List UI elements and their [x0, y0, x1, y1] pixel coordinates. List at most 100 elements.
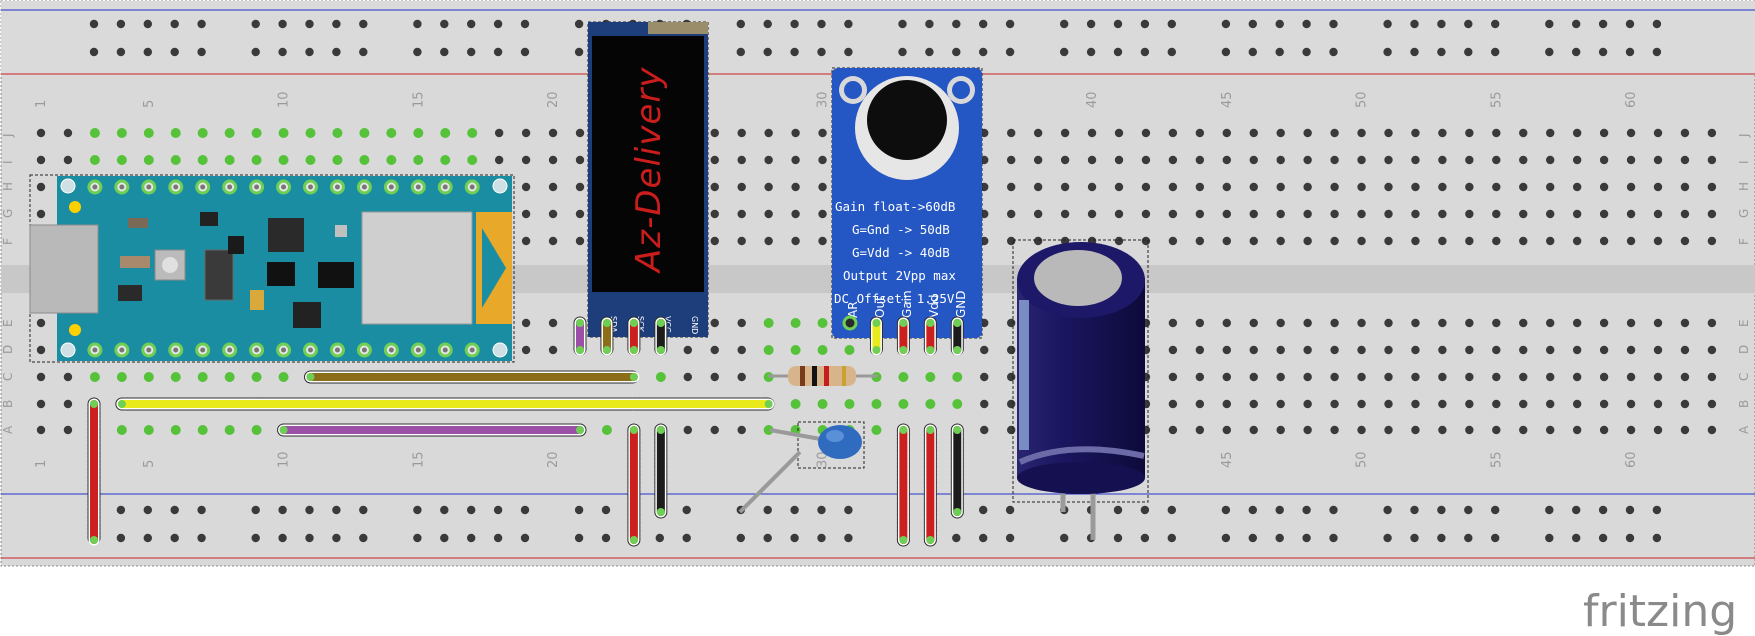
rail-hole — [89, 19, 99, 29]
breadboard-hole — [1007, 372, 1016, 382]
rail-hole — [1140, 505, 1150, 515]
breadboard-hole — [1680, 128, 1690, 138]
breadboard-hole — [1572, 425, 1582, 435]
wire-oled-sck[interactable] — [600, 316, 614, 357]
wire-rail-red-mic-2[interactable] — [923, 423, 937, 547]
resistor[interactable] — [768, 366, 878, 386]
breadboard-hole — [791, 128, 800, 138]
wire-brown[interactable] — [304, 370, 641, 384]
wire-rail-red-left[interactable] — [87, 397, 101, 547]
rail-hole — [1221, 19, 1231, 29]
breadboard-hole — [683, 372, 692, 382]
rail-hole — [197, 47, 206, 57]
wire-oled-vcc[interactable] — [627, 316, 641, 357]
oled-pin-sda: SDA — [609, 316, 618, 333]
rail-hole — [493, 47, 503, 57]
rail-hole — [1060, 533, 1069, 543]
row-label: B — [1737, 400, 1751, 408]
breadboard-hole — [1357, 399, 1366, 409]
breadboard-hole — [1519, 345, 1528, 355]
breadboard-hole — [1438, 318, 1447, 328]
breadboard-hole — [36, 128, 46, 138]
wire-yellow[interactable] — [115, 397, 776, 411]
arduino-nano-board[interactable] — [29, 174, 515, 363]
breadboard-hole — [548, 128, 558, 138]
breadboard-hole — [1438, 372, 1447, 382]
chip — [318, 262, 354, 288]
connected-hole — [601, 425, 612, 435]
wire-mic-vdd[interactable] — [923, 316, 937, 357]
connected-hole — [116, 372, 127, 382]
rail-hole — [467, 505, 476, 515]
connected-hole — [467, 128, 478, 138]
rail-hole — [467, 533, 476, 543]
wire-oled-sda[interactable] — [573, 316, 587, 357]
electrolytic-capacitor[interactable] — [1012, 239, 1149, 540]
breadboard-hole — [737, 345, 746, 355]
breadboard-hole — [1438, 236, 1447, 246]
breadboard-hole — [63, 425, 73, 435]
wire-rail-black-mic[interactable] — [950, 423, 964, 519]
ceramic-capacitor[interactable] — [738, 421, 865, 514]
wire-rail-red[interactable] — [627, 423, 641, 547]
mic-line-4: Output 2Vpp max — [843, 268, 956, 283]
connected-hole — [89, 372, 100, 382]
connected-hole — [197, 155, 208, 165]
rail-hole — [332, 19, 341, 29]
connected-hole — [278, 372, 289, 382]
rail-hole — [170, 505, 179, 515]
connected-hole — [170, 372, 181, 382]
breadboard-hole — [1653, 236, 1663, 246]
breadboard-hole — [1546, 236, 1555, 246]
chip — [268, 218, 304, 252]
column-label: 60 — [1624, 91, 1639, 108]
breadboard-hole — [1357, 318, 1366, 328]
rail-hole — [1383, 505, 1392, 515]
breadboard-hole — [1033, 236, 1043, 246]
connected-hole — [170, 425, 181, 435]
breadboard-hole — [1276, 345, 1285, 355]
breadboard-hole — [1168, 425, 1178, 435]
row-label: J — [1, 133, 15, 138]
breadboard-hole — [1168, 236, 1178, 246]
connected-hole — [251, 372, 262, 382]
rail-hole — [1275, 533, 1284, 543]
breadboard-hole — [1626, 236, 1636, 246]
breadboard-hole — [1465, 399, 1474, 409]
wire-mic-out[interactable] — [869, 316, 883, 357]
breadboard-hole — [710, 128, 719, 138]
breadboard-hole — [1653, 345, 1663, 355]
breadboard-hole — [1303, 399, 1312, 409]
breadboard-hole — [548, 345, 558, 355]
oled-display[interactable]: Az-Delivery SDA SCK VCC GND — [587, 21, 709, 338]
breadboard-hole — [1276, 128, 1285, 138]
wire-rail-red-mic[interactable] — [896, 423, 910, 547]
rail-hole — [574, 19, 584, 29]
breadboard-hole — [1060, 155, 1070, 165]
microphone-module[interactable]: Gain float->60dB G=Gnd -> 50dB G=Vdd -> … — [831, 67, 983, 339]
wire-mic-gnd[interactable] — [950, 316, 964, 357]
chip — [293, 302, 321, 328]
breadboard-hole — [1626, 155, 1636, 165]
connected-hole — [359, 155, 370, 165]
wire-rail-black[interactable] — [654, 423, 668, 519]
connected-hole — [467, 155, 478, 165]
breadboard-hole — [1330, 399, 1339, 409]
row-label: C — [1, 373, 15, 381]
breadboard-hole — [1519, 372, 1528, 382]
rail-hole — [1248, 533, 1258, 543]
rail-hole — [763, 533, 772, 543]
breadboard-hole — [1303, 128, 1312, 138]
row-label: E — [1737, 319, 1751, 327]
wire-oled-gnd[interactable] — [654, 316, 668, 357]
wire-mic-gain[interactable] — [896, 316, 910, 357]
rail-hole — [1545, 533, 1554, 543]
breadboard-hole — [1438, 128, 1447, 138]
breadboard-hole — [1114, 155, 1124, 165]
rail-hole — [1464, 505, 1473, 515]
breadboard-hole — [710, 318, 719, 328]
rail-hole — [197, 533, 206, 543]
breadboard-hole — [1357, 425, 1366, 435]
breadboard-hole — [1707, 155, 1717, 165]
wire-purple[interactable] — [277, 423, 587, 437]
